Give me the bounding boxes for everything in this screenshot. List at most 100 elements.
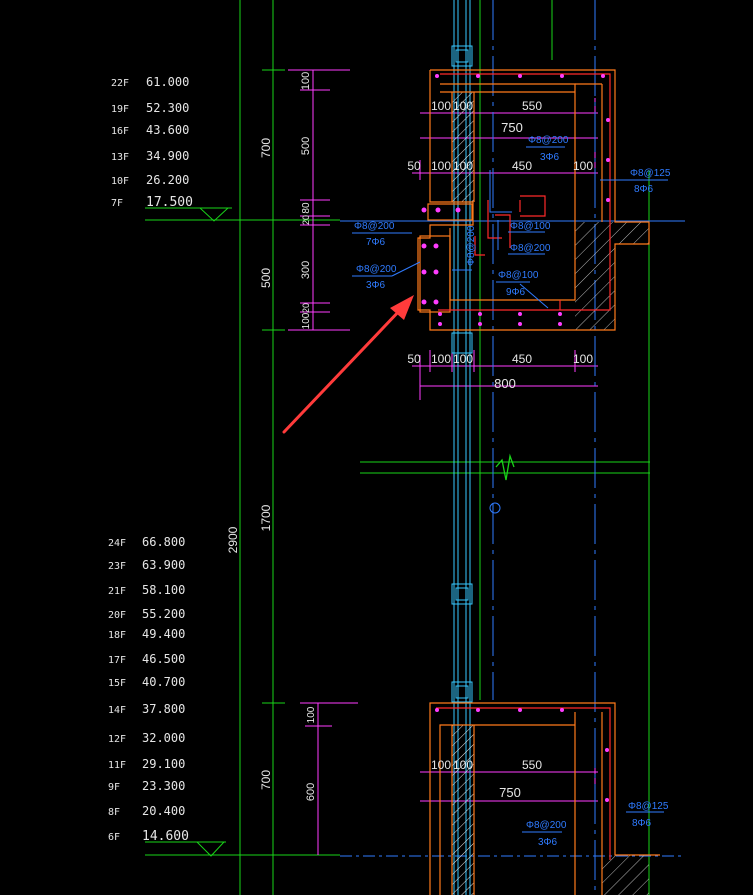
dim-sub-100-bottom: 100 bbox=[301, 312, 312, 329]
level-floor-label: 9F bbox=[108, 782, 120, 793]
dim-h-550: 550 bbox=[522, 99, 542, 113]
level-elevation-value: 29.100 bbox=[142, 757, 185, 771]
dim-m-100-b: 100 bbox=[453, 352, 473, 366]
level-floor-label: 22F bbox=[111, 78, 129, 89]
dim-m-800: 800 bbox=[494, 376, 516, 391]
dim-h-750: 750 bbox=[501, 120, 523, 135]
level-elevation-value: 34.900 bbox=[146, 149, 189, 163]
level-floor-label: 14F bbox=[108, 705, 126, 716]
dim-sub-500: 500 bbox=[300, 137, 312, 155]
dim-h-100-b: 100 bbox=[453, 99, 473, 113]
dim-m-100-c: 100 bbox=[573, 352, 593, 366]
level-floor-label: 20F bbox=[108, 610, 126, 621]
dim-sub-300: 300 bbox=[300, 261, 312, 279]
break-line-symbol bbox=[495, 453, 515, 481]
level-elevation-value: 61.000 bbox=[146, 75, 189, 89]
level-elevation-value: 49.400 bbox=[142, 627, 185, 641]
level-elevation-value: 66.800 bbox=[142, 535, 185, 549]
annotation-arrow bbox=[282, 295, 414, 434]
vertical-dimension-texts: 2900 700 500 1700 700 100 500 80 20 300 … bbox=[226, 72, 317, 801]
rebar-label-top-right-b: 8Φ6 bbox=[634, 184, 654, 195]
dim-lower-sub-600: 600 bbox=[305, 783, 317, 801]
level-floor-label: 10F bbox=[111, 176, 129, 187]
level-floor-label: 13F bbox=[111, 152, 129, 163]
dim-upper-700: 700 bbox=[259, 138, 273, 158]
rebar-label-inner-a: Φ8@100 bbox=[510, 221, 551, 232]
rebar-label-left2-b: 3Φ6 bbox=[366, 280, 386, 291]
dim-b-550: 550 bbox=[522, 758, 542, 772]
dim-h-100-c: 100 bbox=[431, 159, 451, 173]
level-floor-label: 24F bbox=[108, 538, 126, 549]
level-floor-label: 12F bbox=[108, 734, 126, 745]
level-elevation-value: 58.100 bbox=[142, 583, 185, 597]
rebar-label-inner-c: Φ8@100 bbox=[498, 270, 539, 281]
dim-m-100-a: 100 bbox=[431, 352, 451, 366]
level-floor-label: 11F bbox=[108, 760, 126, 771]
rebar-label-left2-a: Φ8@200 bbox=[356, 264, 397, 275]
level-floor-label: 19F bbox=[111, 104, 129, 115]
rebar-label-inner-b: Φ8@200 bbox=[510, 243, 551, 254]
upper-canopy-section bbox=[417, 69, 650, 331]
level-elevation-value: 17.500 bbox=[146, 195, 193, 210]
level-elevation-value: 23.300 bbox=[142, 779, 185, 793]
rebar-label-bottom-mid-b: 3Φ6 bbox=[538, 837, 558, 848]
level-floor-label: 21F bbox=[108, 586, 126, 597]
dim-lower-sub-100: 100 bbox=[306, 706, 317, 723]
dim-total-2900: 2900 bbox=[226, 526, 240, 553]
rebar-label-top-right-a: Φ8@125 bbox=[630, 168, 671, 179]
dim-m-450: 450 bbox=[512, 352, 532, 366]
dim-h-100-d: 100 bbox=[453, 159, 473, 173]
level-floor-label: 17F bbox=[108, 655, 126, 666]
rebar-label-inner-v: Φ8@200 bbox=[466, 225, 477, 266]
rebar-label-bottom-right-b: 8Φ6 bbox=[632, 818, 652, 829]
dim-m-50: 50 bbox=[407, 352, 421, 366]
level-floor-label: 18F bbox=[108, 630, 126, 641]
level-elevation-value: 20.400 bbox=[142, 804, 185, 818]
level-elevation-value: 37.800 bbox=[142, 702, 185, 716]
level-elevation-value: 43.600 bbox=[146, 123, 189, 137]
level-elevation-value: 55.200 bbox=[142, 607, 185, 621]
level-markers bbox=[145, 207, 232, 857]
dim-h-450: 450 bbox=[512, 159, 532, 173]
level-floor-label: 15F bbox=[108, 678, 126, 689]
level-elevation-value: 14.600 bbox=[142, 829, 189, 844]
rebar-labels: Φ8@125 8Φ6 Φ8@200 3Φ6 Φ8@200 7Φ6 Φ8@200 … bbox=[354, 135, 671, 848]
dim-lower-700: 700 bbox=[259, 770, 273, 790]
rebar-label-left-a: Φ8@200 bbox=[354, 221, 395, 232]
levels-lower-table: 24F 66.800 23F 63.900 21F 58.100 20F 55.200 18F 4… bbox=[108, 535, 189, 844]
dim-b-750: 750 bbox=[499, 785, 521, 800]
green-guide-lines bbox=[145, 0, 650, 895]
dim-b-100-b: 100 bbox=[453, 758, 473, 772]
level-elevation-value: 40.700 bbox=[142, 675, 185, 689]
dim-sub-20-top: 20 bbox=[301, 215, 311, 225]
rebar-label-top-mid-b: 3Φ6 bbox=[540, 152, 560, 163]
level-elevation-value: 52.300 bbox=[146, 101, 189, 115]
dim-sub-100-top: 100 bbox=[300, 72, 312, 90]
level-floor-label: 7F bbox=[111, 198, 123, 209]
lower-canopy-section bbox=[429, 702, 660, 895]
level-floor-label: 6F bbox=[108, 832, 120, 843]
level-floor-label: 16F bbox=[111, 126, 129, 137]
dim-sub-20-bottom: 20 bbox=[301, 303, 311, 313]
level-elevation-value: 32.000 bbox=[142, 731, 185, 745]
level-floor-label: 8F bbox=[108, 807, 120, 818]
rebar-label-bottom-mid-a: Φ8@200 bbox=[526, 820, 567, 831]
level-floor-label: 23F bbox=[108, 561, 126, 572]
dim-h-100-a: 100 bbox=[431, 99, 451, 113]
rebar-label-left-b: 7Φ6 bbox=[366, 237, 386, 248]
level-elevation-value: 46.500 bbox=[142, 652, 185, 666]
dim-h-50: 50 bbox=[407, 159, 421, 173]
level-elevation-value: 26.200 bbox=[146, 173, 189, 187]
dim-sub-80: 80 bbox=[301, 202, 312, 214]
rebar-label-top-mid-a: Φ8@200 bbox=[528, 135, 569, 146]
dim-b-100-a: 100 bbox=[431, 758, 451, 772]
horizontal-dimension-texts: 100 100 550 750 50 100 100 450 100 50 10… bbox=[407, 99, 593, 800]
rebar-label-inner-d: 9Φ6 bbox=[506, 287, 526, 298]
level-elevation-value: 63.900 bbox=[142, 558, 185, 572]
rebar-leaders bbox=[352, 146, 668, 833]
levels-upper-table: 22F 61.000 19F 52.300 16F 43.600 13F 34.900 10F 2… bbox=[111, 75, 193, 210]
dim-h-100-e: 100 bbox=[573, 159, 593, 173]
dim-upper-500: 500 bbox=[259, 268, 273, 288]
rebar-label-bottom-right-a: Φ8@125 bbox=[628, 801, 669, 812]
